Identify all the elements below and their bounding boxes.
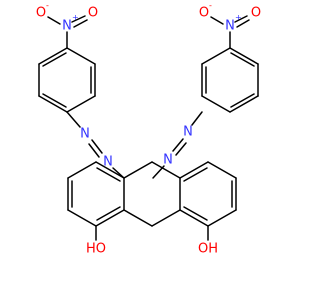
bond: [95, 161, 125, 179]
bond: [172, 138, 184, 152]
bond: [229, 47, 259, 65]
bond: [210, 16, 224, 25]
bond: [183, 167, 208, 182]
molecule-structure: N + O - O N N N + O - O N N HO OH: [0, 0, 300, 300]
bond: [234, 15, 248, 23]
bond: [151, 209, 181, 227]
bond: [88, 143, 100, 158]
hydroxyl-left: HO: [86, 242, 106, 257]
bond: [151, 161, 181, 179]
bond: [42, 52, 67, 67]
nitro-oxygen-anion-right: O: [199, 6, 209, 21]
bond: [207, 209, 237, 227]
atom-labels: N + O - O N N N + O - O N N HO OH: [36, 1, 261, 257]
nitro-oxygen-left: O: [88, 6, 98, 21]
bond: [47, 16, 61, 25]
bond-layer: [38, 15, 259, 241]
azo-nitrogen-2-left: N: [103, 155, 113, 170]
bond: [191, 111, 203, 126]
bond: [179, 161, 209, 179]
hydroxyl-right: OH: [198, 242, 218, 257]
nitro-oxygen-right: O: [251, 6, 261, 21]
bond: [230, 52, 255, 67]
bond: [66, 95, 96, 113]
azo-nitrogen-1-left: N: [80, 127, 90, 142]
nitro-charge-minus-left: -: [46, 1, 49, 10]
bond: [123, 209, 153, 227]
bond: [230, 93, 255, 108]
azo-nitrogen-2-right: N: [163, 153, 173, 168]
nitro-oxygen-anion-left: O: [36, 6, 46, 21]
bond: [71, 15, 86, 23]
bond: [201, 95, 231, 113]
bond: [73, 19, 88, 28]
bond: [66, 111, 81, 128]
bond: [38, 47, 68, 65]
bond: [91, 139, 103, 154]
bond: [66, 47, 96, 65]
bond: [183, 206, 208, 221]
bond: [201, 47, 231, 65]
nitro-charge-plus-left: +: [72, 13, 79, 22]
bond: [207, 161, 237, 179]
nitro-charge-plus-right: +: [235, 13, 242, 22]
bond: [175, 142, 187, 156]
bond: [38, 95, 68, 113]
canvas-background: [0, 0, 300, 300]
bond: [67, 209, 97, 227]
bond: [95, 209, 125, 227]
bond: [123, 161, 153, 179]
bond: [96, 206, 121, 221]
nitro-charge-minus-right: -: [209, 1, 212, 10]
bond: [229, 95, 259, 113]
bond: [236, 19, 250, 28]
nitro-nitrogen-right: N: [225, 19, 235, 34]
bond: [96, 167, 121, 182]
bond: [67, 161, 97, 179]
azo-nitrogen-1-right: N: [183, 125, 193, 140]
nitro-nitrogen-left: N: [62, 19, 72, 34]
bond: [179, 209, 209, 227]
bond: [42, 93, 67, 108]
